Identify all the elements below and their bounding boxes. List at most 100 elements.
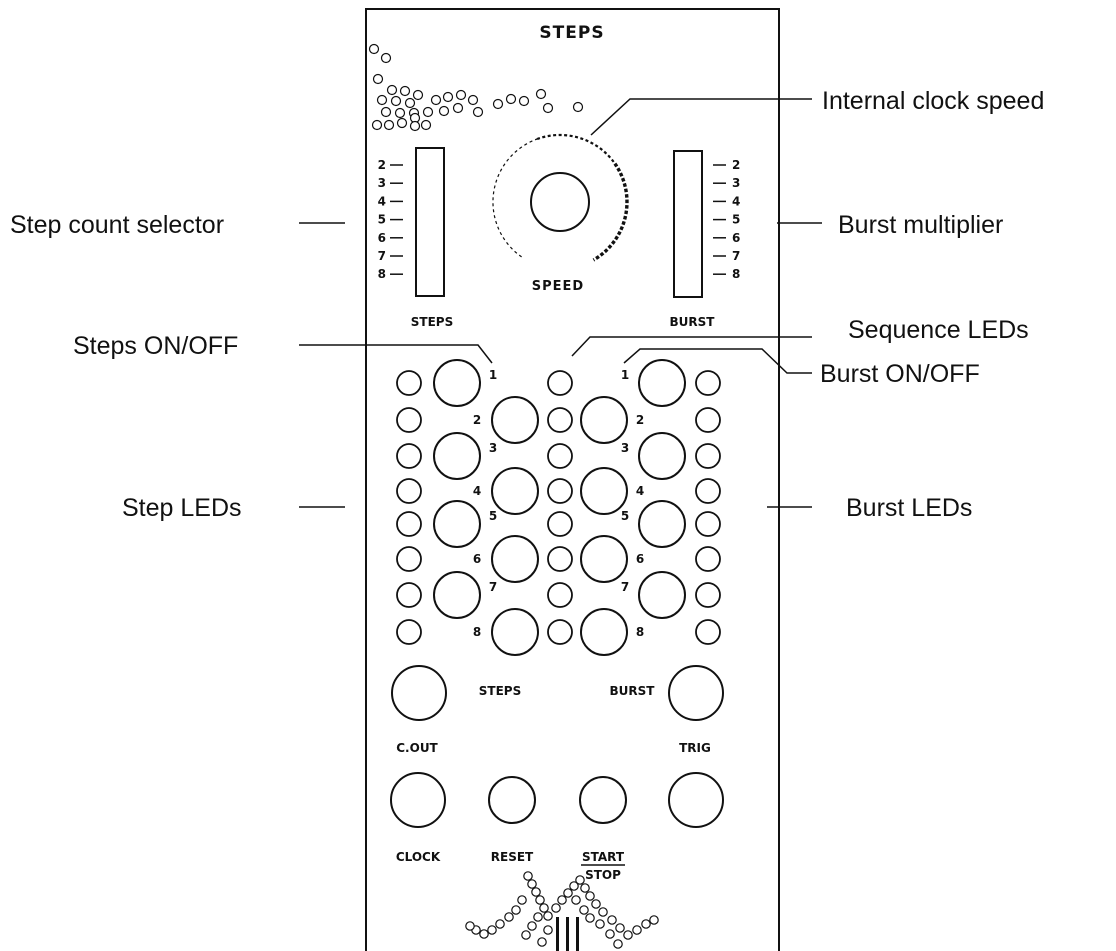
logo-bubble: [517, 895, 527, 905]
burst-output-label: BURST: [610, 684, 656, 698]
steps-tick-label: 5: [378, 213, 386, 227]
step-number: 6: [473, 552, 481, 566]
decor-bubble: [371, 119, 383, 131]
burst-button[interactable]: [580, 535, 628, 583]
burst-multiplier-slider[interactable]: [673, 150, 703, 298]
sequence-led: [547, 546, 573, 572]
burst-number: 7: [621, 580, 629, 594]
decor-bubble: [420, 119, 432, 131]
burst-led: [695, 582, 721, 608]
burst-led: [695, 370, 721, 396]
logo-bubble: [533, 912, 543, 922]
logo-bubble: [521, 930, 531, 940]
burst-led: [695, 407, 721, 433]
step-button[interactable]: [433, 571, 481, 619]
decor-bubble: [390, 95, 402, 107]
decor-bubble: [518, 95, 530, 107]
burst-number: 5: [621, 509, 629, 523]
decor-bubble: [472, 106, 484, 118]
callout-line-clock-speed: [590, 98, 812, 136]
step-button[interactable]: [491, 467, 539, 515]
burst-button[interactable]: [638, 500, 686, 548]
trig-label: TRIG: [679, 741, 711, 755]
steps-tick-label: 7: [378, 249, 386, 263]
decor-bubble: [412, 89, 424, 101]
logo-bubble: [632, 925, 642, 935]
step-button[interactable]: [491, 396, 539, 444]
burst-button[interactable]: [580, 467, 628, 515]
decor-bubble: [394, 107, 406, 119]
logo-bubble: [613, 939, 623, 949]
logo-bubble: [543, 925, 553, 935]
logo-bubble: [641, 919, 651, 929]
decor-bubble: [376, 94, 388, 106]
start-label: START: [582, 850, 625, 864]
logo-bubble: [527, 921, 537, 931]
logo-bubble: [623, 930, 633, 940]
burst-tick-label: 4: [732, 194, 740, 208]
callout-line-sequence-leds: [571, 336, 812, 357]
logo-bubble: [598, 907, 608, 917]
burst-tick-label: 2: [732, 158, 740, 172]
burst-slider-label: BURST: [670, 315, 716, 329]
speed-knob[interactable]: [530, 172, 590, 232]
burst-button[interactable]: [580, 396, 628, 444]
logo-bubble: [527, 879, 537, 889]
burst-button[interactable]: [638, 571, 686, 619]
step-led: [396, 619, 422, 645]
logo-bubble: [575, 875, 585, 885]
callout-sequence-leds: Sequence LEDs: [848, 316, 1029, 344]
step-led: [396, 370, 422, 396]
callout-line-burst-onoff: [623, 348, 812, 374]
burst-button[interactable]: [638, 359, 686, 407]
logo-bars: [556, 917, 579, 951]
gate-jack[interactable]: [668, 772, 724, 828]
steps-tick-label: 3: [378, 176, 386, 190]
logo-bubble: [571, 895, 581, 905]
clock-jack[interactable]: [390, 772, 446, 828]
sequence-led: [547, 478, 573, 504]
start-stop-button[interactable]: [579, 776, 627, 824]
logo-bubble: [511, 905, 521, 915]
step-button[interactable]: [433, 432, 481, 480]
callout-burst-leds: Burst LEDs: [846, 494, 972, 522]
decor-bubble: [535, 88, 547, 100]
logo-bubble: [551, 903, 561, 913]
cout-label: C.OUT: [396, 741, 438, 755]
steps-tick-label: 6: [378, 231, 386, 245]
logo-bubble: [607, 915, 617, 925]
sequence-led: [547, 407, 573, 433]
burst-number: 6: [636, 552, 644, 566]
logo-bubble: [487, 925, 497, 935]
burst-button[interactable]: [638, 432, 686, 480]
logo-bubble: [595, 919, 605, 929]
step-number: 7: [489, 580, 497, 594]
logo-bubble: [557, 895, 567, 905]
step-button[interactable]: [433, 500, 481, 548]
decor-bubble: [430, 94, 442, 106]
step-button[interactable]: [491, 535, 539, 583]
decor-bubble: [505, 93, 517, 105]
logo-bubble: [580, 883, 590, 893]
trig-jack[interactable]: [668, 665, 724, 721]
logo-bubble: [539, 903, 549, 913]
callout-burst-on-off: Burst ON/OFF: [820, 360, 980, 388]
step-button[interactable]: [491, 608, 539, 656]
burst-led: [695, 443, 721, 469]
steps-count-slider[interactable]: [415, 147, 445, 297]
logo-bubble: [531, 887, 541, 897]
step-button[interactable]: [433, 359, 481, 407]
reset-button[interactable]: [488, 776, 536, 824]
reset-label: RESET: [491, 850, 534, 864]
logo-bubble: [579, 905, 589, 915]
burst-button[interactable]: [580, 608, 628, 656]
cout-jack[interactable]: [391, 665, 447, 721]
bottom-bubble-logo: [465, 871, 659, 949]
stop-label: STOP: [585, 868, 621, 882]
step-number: 2: [473, 413, 481, 427]
step-led: [396, 407, 422, 433]
callout-internal-clock-speed: Internal clock speed: [822, 87, 1044, 115]
